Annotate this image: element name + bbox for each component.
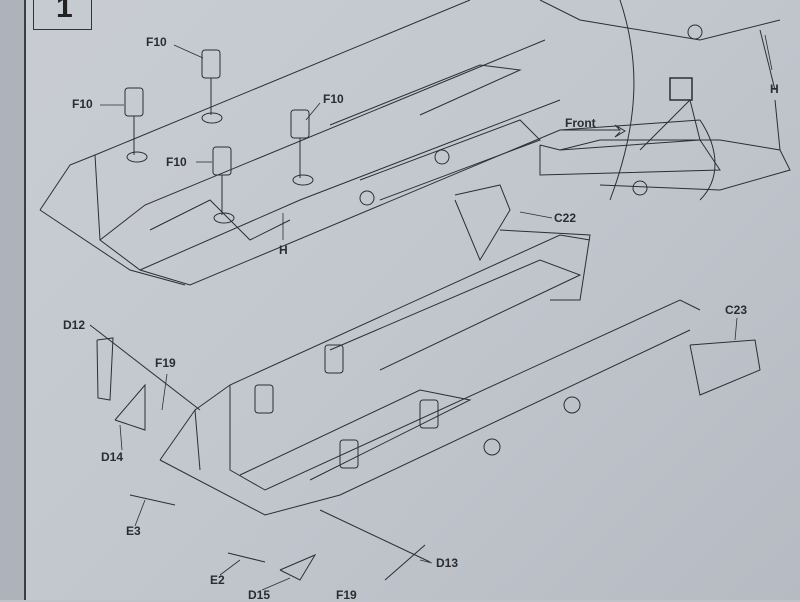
leader-lines	[100, 34, 773, 591]
label-d15: D15	[248, 588, 271, 602]
label-f10: F10	[323, 92, 344, 106]
label-e3: E3	[126, 524, 141, 538]
label-f19: F19	[336, 588, 357, 602]
label-d13: D13	[436, 556, 459, 570]
label-h: H	[279, 243, 288, 257]
label-front: Front	[565, 116, 596, 130]
label-f10: F10	[166, 155, 187, 169]
page-margin	[0, 0, 26, 600]
label-d14: D14	[101, 450, 124, 464]
step-box: 1	[33, 0, 92, 30]
label-e2: E2	[210, 573, 225, 587]
label-c23: C23	[725, 303, 748, 317]
step-number: 1	[56, 0, 73, 24]
label-f10: F10	[72, 97, 93, 111]
label-d12: D12	[63, 318, 86, 332]
hull-top	[39, 0, 791, 286]
label-h: H	[770, 82, 779, 96]
f10-parts	[124, 49, 314, 224]
small-parts	[89, 324, 431, 581]
label-f10: F10	[146, 35, 167, 49]
hull-bottom	[159, 184, 761, 516]
label-c22: C22	[554, 211, 577, 225]
label-f19: F19	[155, 356, 176, 370]
